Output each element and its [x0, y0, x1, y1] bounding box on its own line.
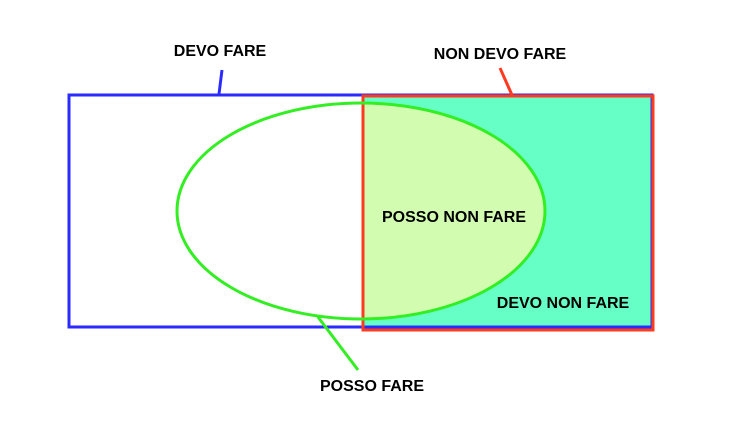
label-posso-non-fare: POSSO NON FARE [382, 209, 526, 226]
label-devo-fare: DEVO FARE [174, 43, 267, 60]
posso-fare-leader [316, 316, 360, 371]
non-devo-fare-set [361, 94, 655, 332]
intersection-fill [363, 103, 545, 319]
devo-fare-leader [217, 69, 224, 95]
non-devo-fare-leader [498, 67, 514, 96]
posso-fare-set [175, 101, 547, 321]
label-devo-non-fare: DEVO NON FARE [497, 295, 630, 312]
label-non-devo-fare: NON DEVO FARE [434, 46, 567, 63]
label-posso-fare: POSSO FARE [320, 378, 424, 395]
